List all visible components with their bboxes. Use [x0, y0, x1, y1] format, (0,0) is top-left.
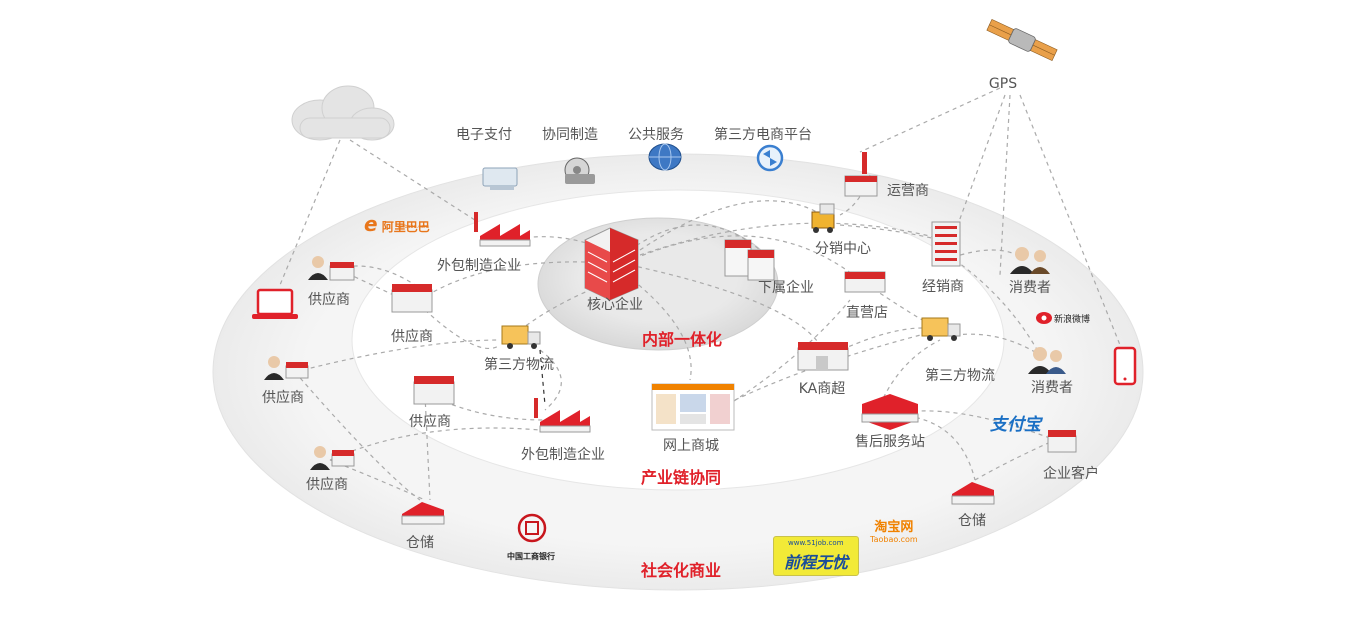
job51-logo-url: www.51job.com	[788, 539, 844, 547]
supplier-label-3: 供应商	[262, 390, 304, 406]
logistics-left-label: 第三方物流	[484, 357, 554, 373]
weibo-logo-text: 新浪微博	[1054, 315, 1091, 325]
logistics-truck-left-icon	[501, 325, 541, 349]
consumer-label-2: 消费者	[1031, 380, 1073, 396]
service-label-third-party-platform: 第三方电商平台	[714, 127, 812, 143]
carrier-building-icon	[844, 152, 878, 197]
factory-top-icon	[474, 212, 531, 247]
alipay-logo: 支付宝	[990, 415, 1041, 435]
supplier-building-icon-1	[329, 262, 355, 281]
outsource-top-label: 外包制造企业	[437, 258, 521, 274]
warehouse-right-icon	[951, 482, 995, 505]
logistics-right-label: 第三方物流	[925, 368, 995, 384]
supplier-building-icon-5	[331, 450, 355, 467]
subsidiary-label: 下属企业	[758, 280, 814, 296]
direct-store-icon	[844, 271, 886, 293]
cloud-icon	[291, 85, 395, 141]
distribution-center-label: 分销中心	[815, 241, 871, 257]
forklift-icon	[811, 203, 835, 233]
dealer-building-icon	[931, 221, 961, 267]
taobao-logo: 淘宝网 Taobao.com	[870, 516, 918, 544]
alibaba-e-mark: e	[364, 212, 378, 236]
enterprise-customer-label: 企业客户	[1043, 466, 1099, 482]
online-mall-label: 网上商城	[663, 438, 719, 454]
ring-label-inner: 内部一体化	[641, 330, 723, 349]
after-sales-label: 售后服务站	[855, 434, 925, 450]
ka-mall-icon	[797, 342, 849, 371]
job51-logo: www.51job.com 前程无忧	[773, 536, 859, 576]
online-mall-screenshot-icon	[651, 383, 735, 431]
carrier-label: 运营商	[887, 183, 929, 199]
after-sales-station-icon	[861, 394, 919, 430]
supplier-person-icon-1	[308, 256, 328, 280]
logistics-link	[539, 349, 546, 406]
job51-logo-text: 前程无忧	[784, 553, 849, 572]
core-enterprise-label: 核心企业	[587, 297, 643, 313]
outsource-bottom-label: 外包制造企业	[521, 447, 605, 463]
ka-mall-label: KA商超	[798, 381, 846, 397]
icbc-logo-icon	[517, 513, 547, 543]
consumer-person-icon-2	[1028, 347, 1066, 374]
factory-bottom-icon	[534, 398, 591, 433]
taobao-logo-subtext: Taobao.com	[870, 535, 918, 544]
subsidiary-building-icon	[724, 239, 775, 281]
service-label-collaborative-manufacturing: 协同制造	[542, 127, 598, 143]
enterprise-customer-building-icon	[1047, 430, 1077, 453]
mobile-phone-icon	[1113, 346, 1137, 386]
warehouse-left-label: 仓储	[406, 535, 434, 551]
exchange-icon	[756, 144, 784, 172]
dealer-label: 经销商	[922, 279, 964, 295]
warehouse-right-label: 仓储	[958, 513, 986, 529]
supplier-label-4: 供应商	[409, 414, 451, 430]
supplier-label-5: 供应商	[306, 477, 348, 493]
supplier-label-1: 供应商	[308, 292, 350, 308]
supplier-building-icon-4	[413, 376, 455, 405]
gear-machine-icon	[564, 157, 595, 184]
gps-label: GPS	[988, 76, 1018, 92]
service-label-public-service: 公共服务	[628, 127, 684, 143]
globe-service-icon	[648, 143, 682, 171]
supplier-building-icon-3	[285, 362, 309, 379]
logistics-truck-right-icon	[921, 317, 961, 341]
icbc-logo-text: 中国工商银行	[507, 552, 555, 561]
supplier-building-icon-2	[391, 284, 433, 313]
ring-label-middle: 产业链协同	[640, 468, 722, 487]
consumer-label-1: 消费者	[1009, 280, 1051, 296]
supplier-label-2: 供应商	[391, 329, 433, 345]
alibaba-logo-text: 阿里巴巴	[381, 220, 430, 234]
service-label-e-payment: 电子支付	[456, 127, 512, 143]
computer-icon	[482, 167, 518, 190]
ring-label-outer: 社会化商业	[640, 561, 722, 580]
warehouse-left-icon	[401, 502, 445, 525]
alibaba-logo-subtext: Alibaba.com	[398, 224, 429, 230]
alibaba-logo: e 阿里巴巴 Alibaba.com	[364, 212, 430, 236]
laptop-icon	[252, 288, 298, 319]
core-enterprise-building-icon	[584, 227, 639, 301]
satellite-icon	[986, 18, 1058, 62]
supplier-person-icon-2	[264, 356, 284, 380]
consumer-person-icon-1	[1010, 247, 1050, 274]
taobao-logo-text: 淘宝网	[874, 520, 914, 535]
supplier-person-icon-3	[310, 446, 330, 470]
weibo-logo-icon	[1036, 312, 1052, 324]
direct-store-label: 直营店	[846, 305, 888, 321]
